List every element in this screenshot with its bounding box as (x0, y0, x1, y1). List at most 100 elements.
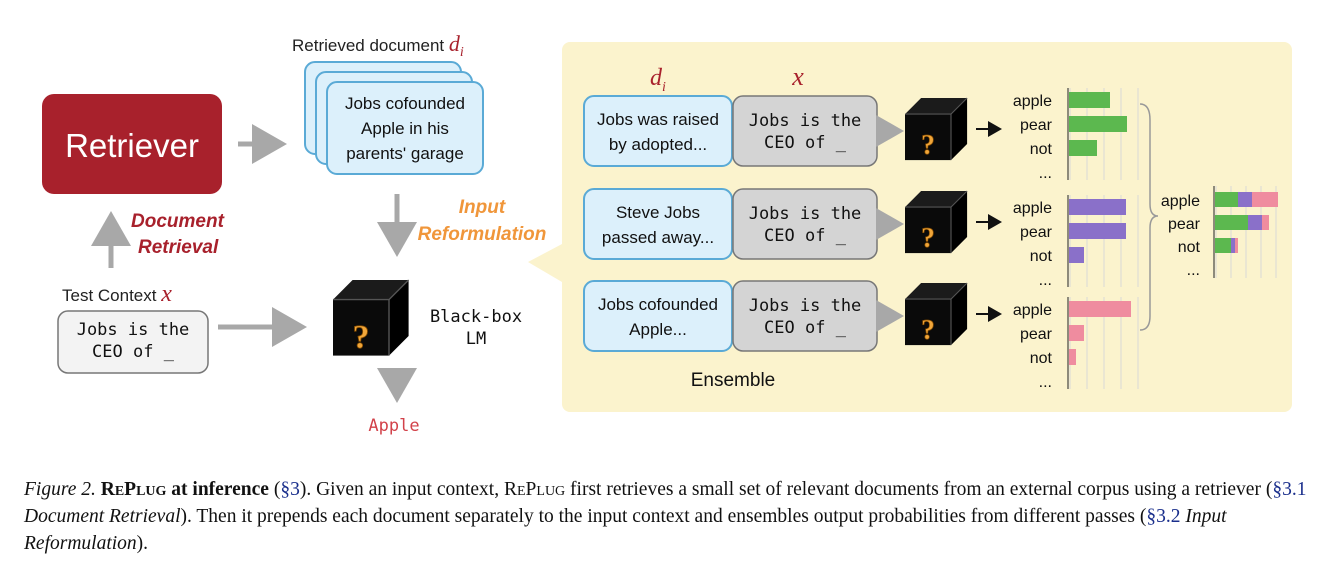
row-chart-bar (1069, 247, 1084, 263)
caption-title-rest: at inference (171, 479, 269, 500)
caption-text-3: ). Then it prepends each document separa… (180, 506, 1147, 527)
row-chart-2: applepearnot... (1013, 195, 1139, 289)
row-chart-bar (1069, 116, 1127, 132)
ensemble-bar-segment (1231, 238, 1235, 253)
ensemble-bar-segment (1262, 215, 1269, 230)
row-chart-3: apple pear not... (1013, 297, 1139, 391)
retriever-box (42, 94, 222, 194)
ensemble-bar-segment (1215, 238, 1231, 253)
ensemble-bar-segment (1238, 192, 1252, 207)
ensemble-label: Ensemble (691, 370, 776, 391)
row-doc-line: Jobs was raised (597, 110, 719, 129)
row-doc-line: Jobs cofounded (598, 295, 718, 314)
row-chart-1: applepearnot... (1013, 88, 1139, 182)
row-chart-bar (1069, 325, 1084, 341)
ensemble-bar-chart: apple pear not... (1161, 186, 1278, 279)
row-chart-bar (1069, 140, 1097, 156)
retriever-label: Retriever (65, 127, 199, 164)
row-question-mark: ? (921, 223, 935, 254)
retrieved-doc-line2: Apple in his (361, 119, 449, 138)
panel-header-x: x (791, 62, 804, 91)
row-chart-tick-label: not (1030, 141, 1053, 158)
row-bar-charts: applepearnot...applepearnot...applepearn… (1013, 88, 1139, 391)
ensemble-bar-segment (1248, 215, 1262, 230)
caption-text-2: first retrieves a small set of relevant … (570, 479, 1273, 500)
ensemble-tick-label: not (1178, 239, 1201, 256)
output-label: Apple (368, 416, 419, 436)
ensemble-tick-label: pear (1168, 216, 1201, 233)
ensemble-bar-segment (1215, 192, 1238, 207)
retrieved-doc-box (326, 81, 484, 175)
ensemble-bar-segment (1252, 192, 1278, 207)
document-retrieval-label-line2: Retrieval (138, 237, 219, 258)
row-doc-line: Steve Jobs (616, 203, 700, 222)
panel-header-d: di (650, 65, 666, 95)
retrieved-doc-title: Retrieved document di (292, 31, 464, 60)
caption-title-name: RePlug (100, 479, 167, 500)
caption-name: RePlug (503, 479, 566, 500)
row-chart-bar (1069, 349, 1076, 365)
test-context-label: Test Context x (62, 281, 172, 307)
row-doc-line: Apple... (629, 320, 687, 339)
figure-caption: Figure 2. RePlug at inference (§3). Give… (24, 479, 1307, 554)
row-chart-tick-label: ... (1039, 374, 1052, 391)
caption-term-2: Input Reformulation (24, 506, 1227, 554)
row-doc-box (583, 188, 733, 260)
row-blackbox-cube (904, 97, 968, 161)
input-reformulation-line1: Input (459, 197, 506, 218)
row-chart-bar (1069, 223, 1126, 239)
caption-figure-label: Figure 2. (24, 479, 96, 500)
ensemble-tick-label: ... (1187, 262, 1200, 279)
blackbox-cube (332, 279, 410, 357)
row-context-line: Jobs is the (749, 111, 862, 131)
caption-term-1: Document Retrieval (24, 506, 181, 527)
blackbox-label-line2: LM (466, 329, 486, 349)
caption-text-4: ). (136, 533, 149, 554)
input-reformulation-line2: Reformulation (418, 224, 547, 245)
row-context-line: CEO of _ (764, 133, 847, 153)
row-context-line: Jobs is the (749, 296, 862, 316)
row-question-mark: ? (921, 315, 935, 346)
panel-pointer (528, 244, 562, 282)
retrieved-doc-line1: Jobs cofounded (345, 94, 465, 113)
row-blackbox-cube (904, 282, 968, 346)
caption-section-ref-2[interactable]: §3.2 (1146, 506, 1181, 527)
row-chart-bar (1069, 92, 1110, 108)
row-context-line: Jobs is the (749, 204, 862, 224)
ensemble-bracket (1139, 103, 1159, 331)
row-doc-line: by adopted... (609, 135, 707, 154)
row-context-line: CEO of _ (764, 226, 847, 246)
row-doc-line: passed away... (602, 228, 714, 247)
caption-text-1: . Given an input context, (306, 479, 500, 500)
row-chart-tick-label: pear (1020, 224, 1053, 241)
ensemble-row-1: Jobs was raised by adopted... Jobs is theC… (583, 95, 1002, 167)
row-chart-tick-label: ... (1039, 165, 1052, 182)
row-blackbox-cube (904, 190, 968, 254)
row-context-box (732, 95, 878, 167)
row-chart-tick-label: apple (1013, 93, 1052, 110)
row-chart-bar (1069, 199, 1126, 215)
row-doc-box (583, 280, 733, 352)
row-chart-tick-label: pear (1020, 326, 1053, 343)
caption-section-ref[interactable]: §3 (280, 479, 300, 500)
test-context-line1: Jobs is the (77, 320, 190, 340)
row-chart-tick-label: ... (1039, 272, 1052, 289)
ensemble-bar-segment (1235, 238, 1238, 253)
blackbox-question-mark: ? (353, 319, 370, 356)
ensemble-tick-label: apple (1161, 193, 1200, 210)
blackbox-label-line1: Black-box (430, 307, 522, 327)
row-chart-tick-label: not (1030, 350, 1053, 367)
document-retrieval-label-line1: Document (131, 211, 225, 232)
row-question-mark: ? (921, 130, 935, 161)
test-context-box (57, 310, 209, 374)
caption-section-ref-1[interactable]: §3.1 (1272, 479, 1307, 500)
row-chart-bar (1069, 301, 1131, 317)
row-chart-tick-label: apple (1013, 302, 1052, 319)
replug-figure: Retriever Document Retrieval Retrieved d… (42, 31, 1292, 436)
row-doc-box (583, 95, 733, 167)
retrieved-doc-line3: parents' garage (346, 144, 464, 163)
row-context-line: CEO of _ (764, 318, 847, 338)
